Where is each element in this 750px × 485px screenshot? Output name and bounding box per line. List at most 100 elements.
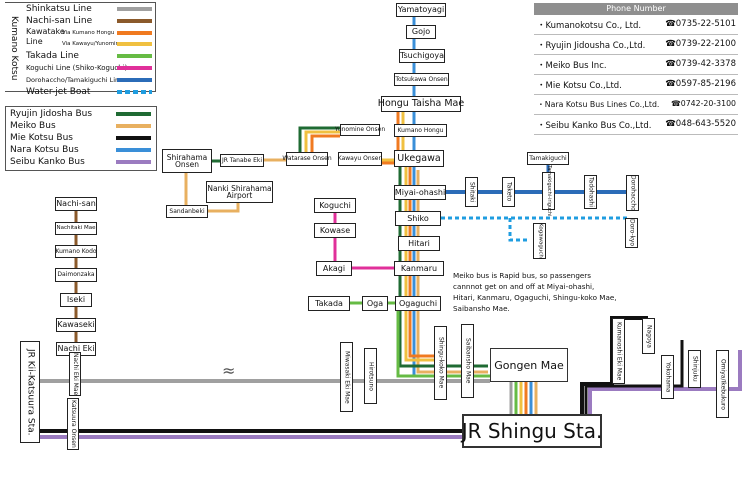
- legend-ryujin: Ryujin Jidosha Bus: [6, 108, 156, 120]
- legend-label: Meiko Bus: [10, 121, 56, 131]
- legend-label: Shinkatsu Line: [26, 4, 92, 14]
- legend-swatch: [116, 124, 151, 128]
- station-tadohashi[interactable]: Tadohashi: [584, 175, 597, 209]
- phone-number: ☎0735-22-5101: [665, 19, 736, 29]
- legend-kawatake-via-kawayu: Via Kawayu/Yunomine: [62, 41, 123, 47]
- station-koguchi[interactable]: Koguchi: [314, 198, 356, 213]
- station-jr-shingu[interactable]: JR Shingu Sta.: [462, 414, 602, 448]
- station-daimonzaka[interactable]: Daimonzaka: [55, 268, 97, 282]
- legend-swatch: [117, 19, 152, 23]
- station-ukegawa[interactable]: Ukegawa: [394, 150, 444, 167]
- phone-row: ・Ryujin Jidousha Co.,Ltd.☎0739-22-2100: [534, 35, 738, 55]
- station-kumano-kodo[interactable]: Kumano Kodo: [55, 245, 97, 258]
- station-gongen-mae[interactable]: Gongen Mae: [490, 348, 568, 382]
- station-kawayu-onsen[interactable]: Kawayu Onsen: [338, 152, 382, 166]
- station-hitari[interactable]: Hitari: [398, 236, 440, 251]
- station-nachitaki-mae[interactable]: Nachitaki Mae: [55, 222, 97, 235]
- meiko-rapid-note: Meiko bus is Rapid bus, so passengers ca…: [453, 271, 617, 313]
- phone-row: ・Nara Kotsu Bus Lines Co.,Ltd.☎0742-20-3…: [534, 95, 738, 115]
- station-iseki[interactable]: Iseki: [60, 293, 92, 307]
- station-tamakiguchi[interactable]: Tamakiguchi: [527, 152, 569, 165]
- station-kogawaguchi[interactable]: Kogawaguchi: [533, 223, 546, 259]
- takada-line-3: [396, 311, 490, 378]
- legend-label: Takada Line: [26, 51, 79, 61]
- company-name: ・Meiko Bus Inc.: [537, 61, 607, 71]
- station-jr-tanabe-eki[interactable]: JR Tanabe Eki: [220, 154, 264, 167]
- station-nagoya[interactable]: Nagoya: [642, 318, 655, 354]
- legend-label: Seibu Kanko Bus: [10, 157, 85, 167]
- station-miwasaki-eki-mae[interactable]: Miwasaki Eki Mae: [340, 342, 353, 412]
- legend-label: Water-jet Boat: [26, 87, 91, 97]
- station-sandanbeki[interactable]: Sandanbeki: [166, 205, 208, 218]
- station-saibansho-mae[interactable]: Saibansho Mae: [461, 324, 474, 398]
- legend-label: Ryujin Jidosha Bus: [10, 109, 93, 119]
- company-name: ・Nara Kotsu Bus Lines Co.,Ltd.: [537, 100, 660, 109]
- legend-swatch: [117, 78, 152, 82]
- station-miyai-ohashi[interactable]: Miyai-ohashi: [394, 185, 446, 200]
- station-kumano-hongu[interactable]: Kumano Hongu: [394, 124, 447, 137]
- legend-mie: Mie Kotsu Bus: [6, 132, 156, 144]
- station-jr-kii-katsuura[interactable]: JR Kii-Katsuura Sta.: [20, 341, 40, 443]
- station-shirahama-onsen[interactable]: Shirahama Onsen: [162, 149, 212, 173]
- station-yamatoyagi[interactable]: Yamatoyagi: [396, 3, 446, 17]
- ryujin-line: [298, 126, 340, 152]
- legend-koguchi: Koguchi Line (Shiko-Koguchi): [22, 62, 155, 74]
- kawatake-yellow: [304, 130, 340, 152]
- phone-number: ☎0739-22-2100: [665, 39, 736, 49]
- station-nachi-eki-mae[interactable]: Nachi Eki Mae: [69, 352, 81, 396]
- phone-number: ☎0597-85-2196: [665, 79, 736, 89]
- station-doro-kyo[interactable]: Doro-kyo: [625, 218, 638, 248]
- station-nanki-shirahama-airport[interactable]: Nanki Shirahama Airport: [206, 181, 273, 203]
- station-omiya-ikebukuro[interactable]: Omiya/Ikebukuro: [716, 350, 729, 418]
- station-yunomine-onsen[interactable]: Yunomine Onsen: [335, 124, 385, 136]
- legend-swatch: [116, 112, 151, 116]
- station-yokohama[interactable]: Yokohama: [661, 355, 674, 399]
- station-kowase[interactable]: Kowase: [314, 223, 356, 238]
- station-kawaseki[interactable]: Kawaseki: [56, 318, 96, 332]
- legend-kawatake-via-hongu: Via Kumano Hongu: [62, 30, 115, 36]
- kumano-kotsu-legend: [5, 2, 156, 92]
- legend-swatch: [116, 148, 151, 152]
- phone-row: ・Meiko Bus Inc.☎0739-42-3378: [534, 55, 738, 75]
- station-ogaguchi[interactable]: Ogaguchi: [395, 296, 441, 311]
- mie-east-2: [584, 340, 684, 414]
- station-kumanoshi-eki-mae[interactable]: Kumanoshi Eki Mae: [612, 318, 625, 384]
- company-name: ・Seibu Kanko Bus Co.,Ltd.: [537, 121, 652, 131]
- legend-swatch: [117, 90, 152, 94]
- station-akagi[interactable]: Akagi: [316, 261, 352, 276]
- station-gojo[interactable]: Gojo: [406, 25, 436, 39]
- station-nachi-san[interactable]: Nachi-san: [55, 197, 97, 211]
- station-shinjuku[interactable]: Shinjuku: [688, 350, 701, 388]
- waterjet-boat-2: [508, 218, 530, 242]
- legend-dorohaccho: Dorohaccho/Tamakiguchi Line: [22, 74, 155, 86]
- legend-swatch: [117, 54, 152, 58]
- phone-table-header: Phone Number: [534, 3, 738, 15]
- station-kanmaru[interactable]: Kanmaru: [394, 261, 444, 276]
- legend-meiko: Meiko Bus: [6, 120, 156, 132]
- legend-shinkatsu: Shinkatsu Line: [22, 3, 155, 15]
- legend-swatch: [116, 136, 151, 140]
- legend-nachisan: Nachi-san Line: [22, 15, 155, 27]
- station-taketo[interactable]: Taketo: [502, 177, 515, 207]
- legend-label: Kawatake Line: [26, 27, 65, 46]
- station-shitaki[interactable]: Shitaki: [465, 177, 478, 207]
- station-tamakiguchi-iriguchi[interactable]: Tamakiguchi-iriguchi: [542, 165, 555, 217]
- station-watarase-onsen[interactable]: Watarase Onsen: [282, 152, 332, 166]
- station-totsukawa-onsen[interactable]: Totsukawa Onsen: [394, 73, 449, 86]
- legend-swatch: [117, 7, 152, 11]
- station-hirotsuno[interactable]: Hirotsuno: [364, 348, 377, 404]
- station-tsuchigoya[interactable]: Tsuchigoya: [399, 49, 445, 63]
- station-oga[interactable]: Oga: [362, 296, 388, 311]
- legend-swatch: [117, 31, 152, 35]
- ryujin-trunk: [398, 167, 488, 368]
- company-name: ・Mie Kotsu Co.,Ltd.: [537, 81, 622, 91]
- station-katsuura-onsen[interactable]: Katsuura Onsen: [67, 398, 79, 450]
- station-dorohaccho[interactable]: Dorohaccho: [626, 175, 639, 211]
- station-shingu-koko-mae[interactable]: Shingu-koko Mae: [434, 326, 447, 400]
- station-takada[interactable]: Takada: [308, 296, 350, 311]
- kawatake-orange: [310, 134, 340, 152]
- company-name: ・Kumanokotsu Co., Ltd.: [537, 21, 642, 31]
- station-hongu-taisha-mae[interactable]: Hongu Taisha Mae: [378, 96, 464, 112]
- station-shiko[interactable]: Shiko: [395, 211, 441, 226]
